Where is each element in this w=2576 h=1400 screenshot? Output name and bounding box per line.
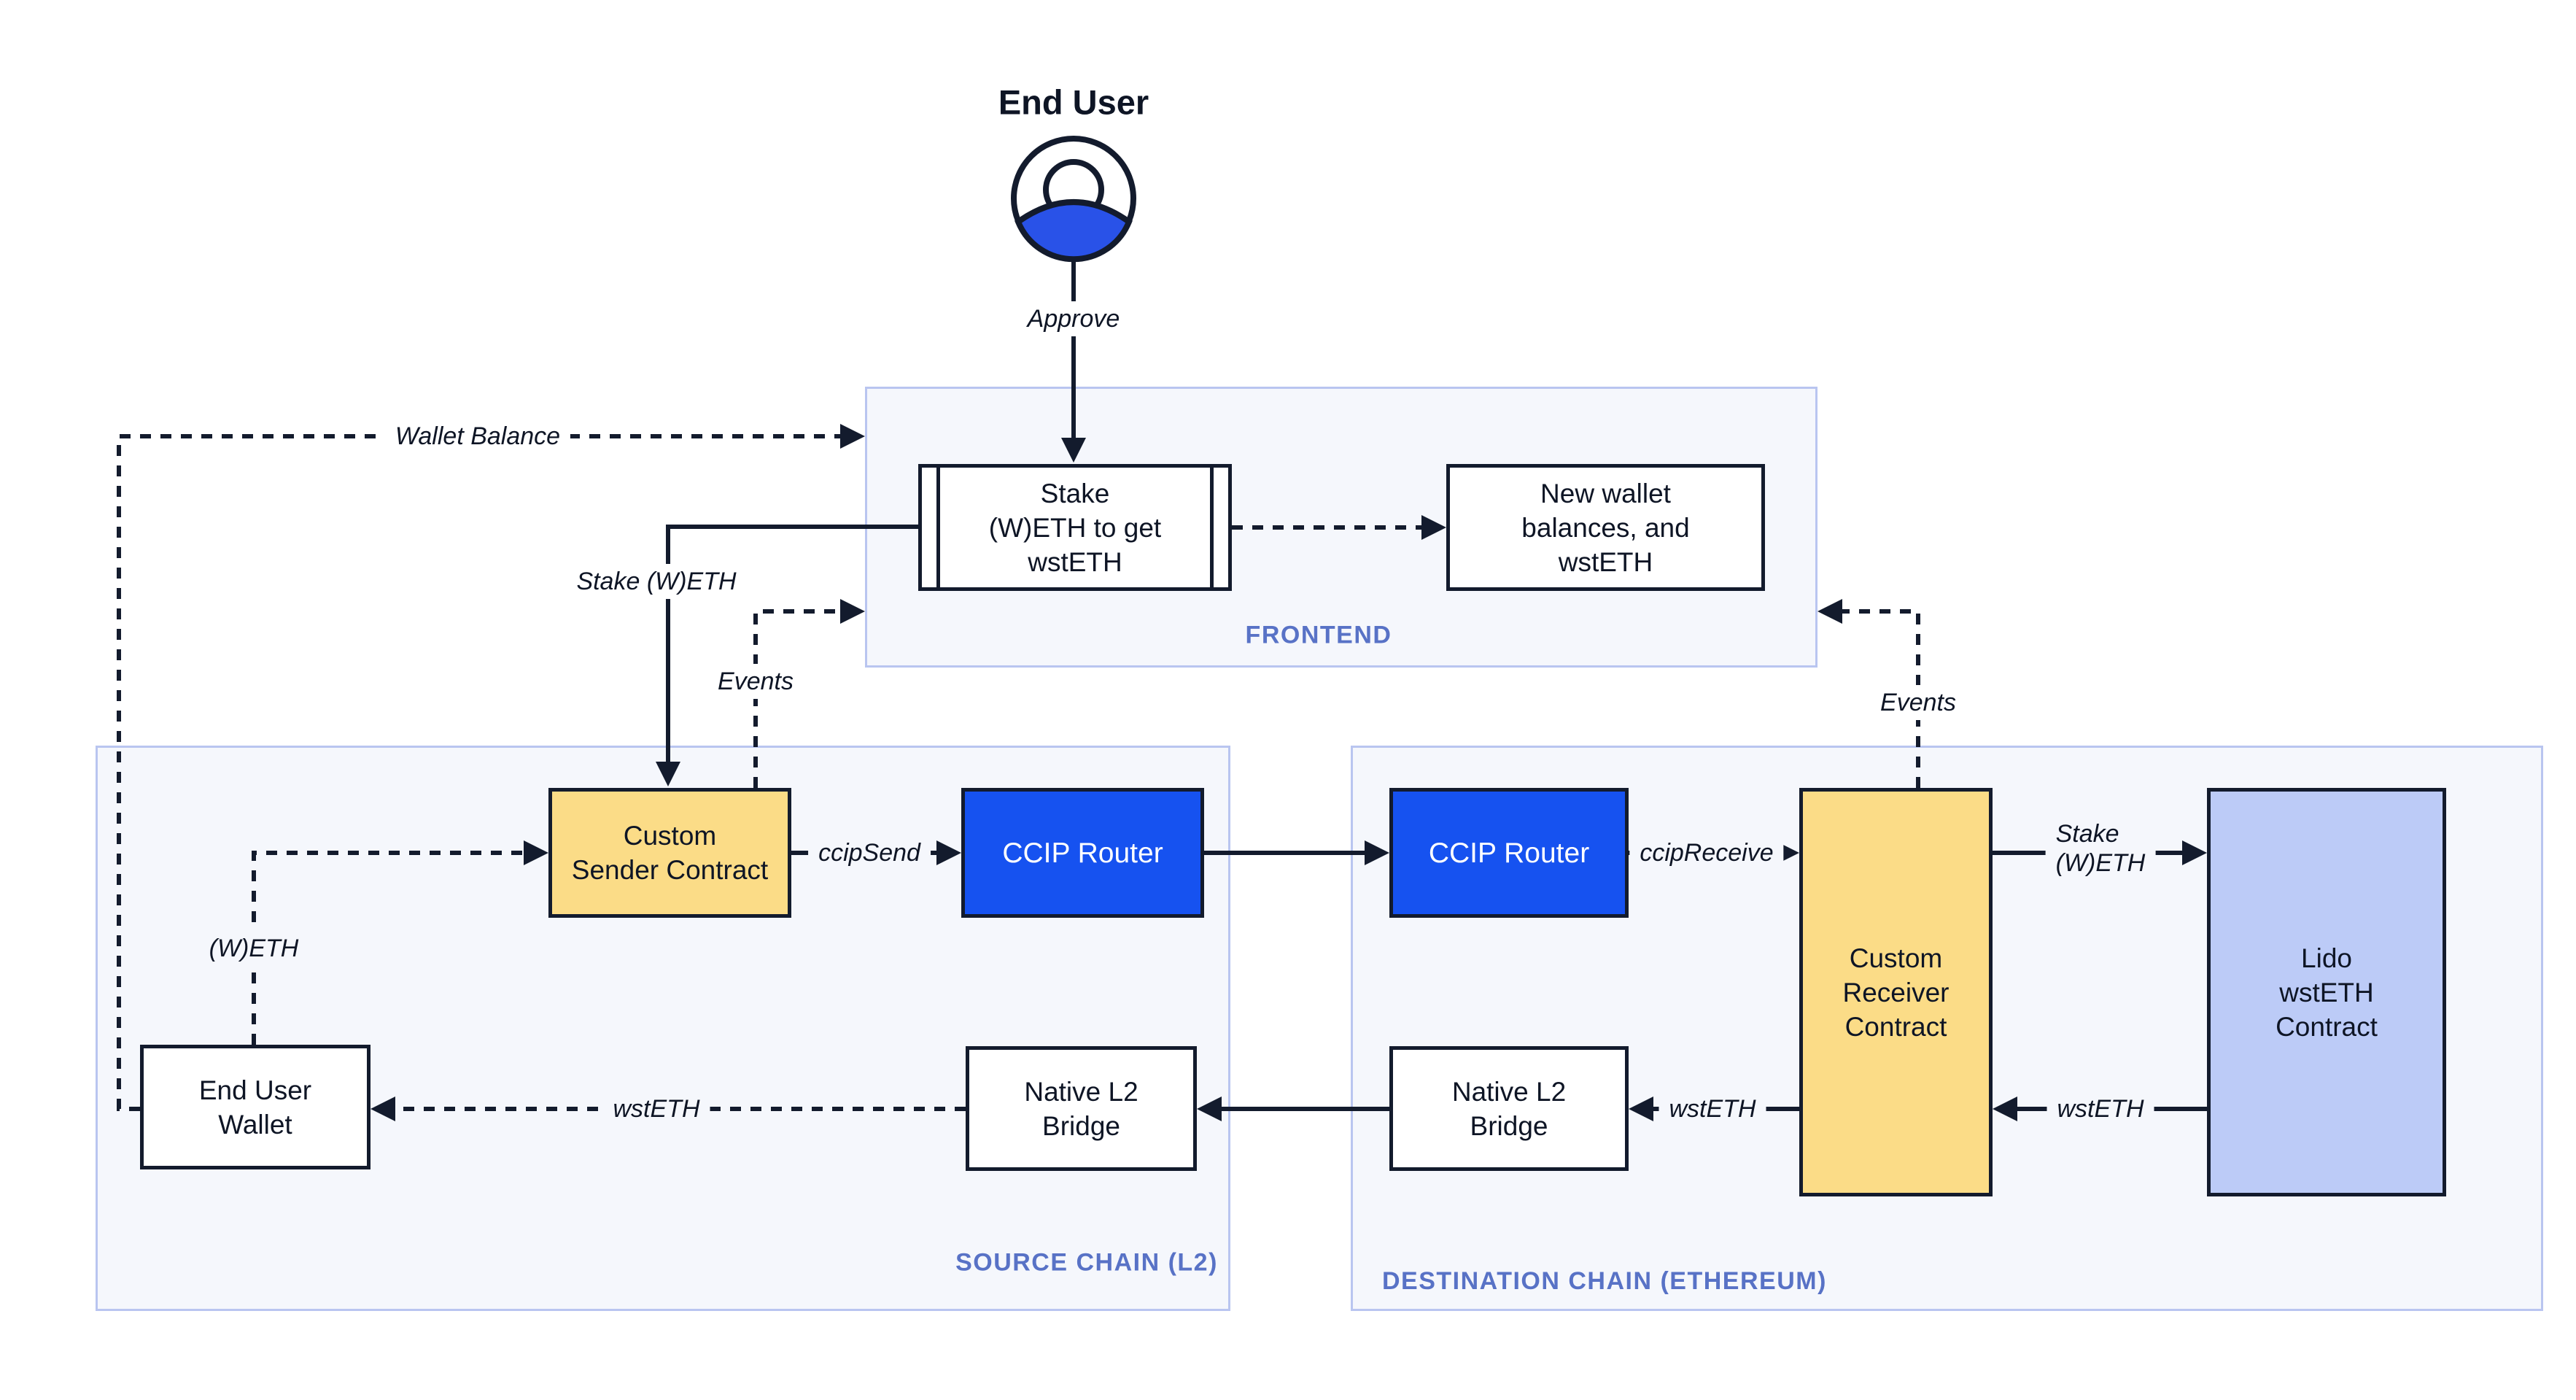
events-left-label: Events — [707, 664, 804, 699]
end-user-wallet-label: End User Wallet — [198, 1075, 312, 1140]
native-l2-bridge-source-box: Native L2 Bridge — [966, 1046, 1197, 1171]
custom-receiver-label: Custom Receiver Contract — [1842, 943, 1950, 1042]
stake-weth-dest-label: Stake (W)ETH — [2045, 816, 2156, 881]
lido-wsteth-contract-box: Lido wstETH Contract — [2207, 788, 2446, 1196]
wsteth-l2-label: wstETH — [602, 1091, 710, 1126]
events-right-label: Events — [1870, 685, 1966, 720]
new-wallet-box: New wallet balances, and wstETH — [1446, 464, 1765, 591]
custom-receiver-contract-box: Custom Receiver Contract — [1799, 788, 1993, 1196]
stake-box-label: Stake (W)ETH to get wstETH — [988, 478, 1162, 577]
end-user-wallet-box: End User Wallet — [140, 1045, 371, 1169]
ccipsend-label: ccipSend — [808, 835, 931, 870]
source-chain-label: SOURCE CHAIN (L2) — [955, 1248, 1218, 1277]
end-user-title: End User — [998, 82, 1149, 122]
person-avatar-icon — [1011, 136, 1136, 263]
wsteth-bridge-label: wstETH — [1659, 1091, 1766, 1126]
ccip-router-dest-label: CCIP Router — [1428, 837, 1590, 869]
ccip-router-l2-box: CCIP Router — [961, 788, 1204, 918]
native-l2-bridge-source-label: Native L2 Bridge — [1024, 1076, 1138, 1141]
lido-wsteth-label: Lido wstETH Contract — [2276, 943, 2378, 1042]
stake-box: Stake (W)ETH to get wstETH — [918, 464, 1232, 591]
destination-chain-label: DESTINATION CHAIN (ETHEREUM) — [1382, 1267, 1827, 1295]
subroutine-bar-right — [1210, 468, 1214, 587]
custom-sender-label: Custom Sender Contract — [571, 821, 769, 885]
native-l2-bridge-dest-box: Native L2 Bridge — [1389, 1046, 1629, 1171]
weth-label: (W)ETH — [198, 931, 309, 966]
custom-sender-contract-box: Custom Sender Contract — [548, 788, 791, 918]
ccipreceive-label: ccipReceive — [1629, 835, 1784, 870]
subroutine-bar-left — [936, 468, 940, 587]
ccip-router-l2-label: CCIP Router — [1002, 837, 1163, 869]
new-wallet-box-label: New wallet balances, and wstETH — [1521, 478, 1690, 577]
wallet-balance-label: Wallet Balance — [384, 419, 571, 454]
frontend-label: FRONTEND — [1245, 621, 1392, 649]
stake-weth-label: Stake (W)ETH — [566, 564, 747, 599]
native-l2-bridge-dest-label: Native L2 Bridge — [1451, 1076, 1567, 1141]
wsteth-lido-label: wstETH — [2047, 1091, 2154, 1126]
approve-label: Approve — [1017, 301, 1130, 336]
ccip-router-dest-box: CCIP Router — [1389, 788, 1629, 918]
